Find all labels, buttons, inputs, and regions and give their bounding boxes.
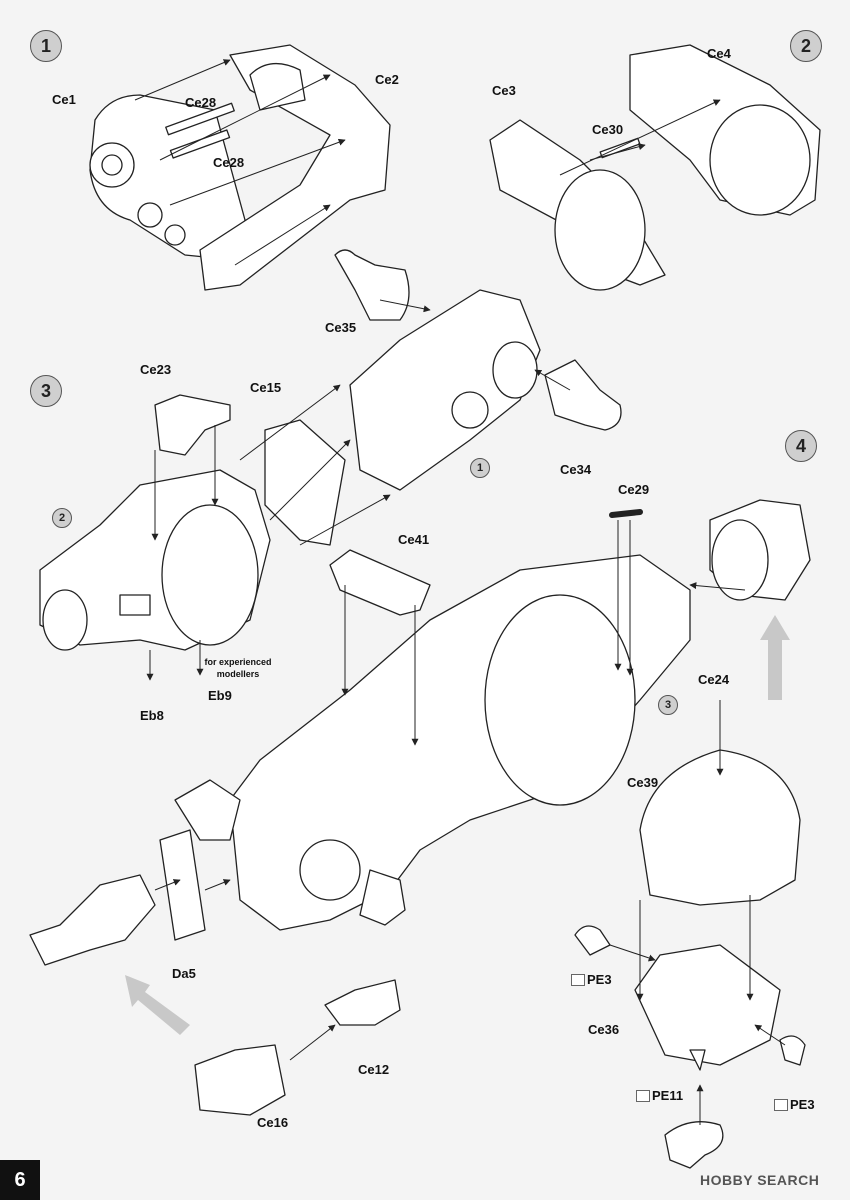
part-label-ce3: Ce3 (492, 83, 516, 98)
step-2-badge: 2 (790, 30, 822, 62)
step3-left-housing (39, 469, 271, 651)
part-label-ce28-b: Ce28 (213, 155, 245, 170)
ce16-part (194, 1044, 286, 1116)
part-label-eb9: Eb9 (208, 688, 232, 703)
part-label-pe3-b: PE3 (790, 1097, 815, 1112)
ce36-part (634, 944, 781, 1066)
main-assembly (29, 509, 691, 966)
step2-assembly (489, 44, 821, 291)
ce39-part (639, 749, 801, 906)
photo-etch-icon (571, 974, 585, 986)
ce15-part (264, 419, 346, 546)
pe3a-part (574, 925, 611, 956)
part-label-ce24: Ce24 (698, 672, 730, 687)
step3-upper-assembly (154, 249, 622, 546)
part-label-pe11: PE11 (652, 1088, 684, 1103)
arrow-up-grey (760, 615, 790, 700)
part-label-ce41: Ce41 (398, 532, 430, 547)
hobby-search-watermark: HOBBY SEARCH (700, 1172, 820, 1188)
experienced-modellers-note: for experienced modellers (188, 656, 288, 680)
part-label-ce28-a: Ce28 (185, 95, 217, 110)
ce29-part (609, 509, 643, 518)
arrow-diag-grey (125, 975, 190, 1035)
ce41-part (329, 549, 431, 616)
step-3-badge: 3 (30, 375, 62, 407)
ce28-pin-a (165, 102, 235, 136)
page-number: 6 (0, 1160, 40, 1200)
ce2-part (199, 44, 391, 291)
part-label-ce16: Ce16 (257, 1115, 289, 1130)
sub-ref-2: 2 (52, 508, 72, 528)
ce12-part (324, 979, 401, 1026)
yoke-left (29, 874, 156, 966)
note-line-1: for experienced (204, 657, 272, 667)
part-label-ce30: Ce30 (592, 122, 624, 137)
part-label-ce12: Ce12 (358, 1062, 390, 1077)
part-label-ce35: Ce35 (325, 320, 357, 335)
part-label-ce29: Ce29 (618, 482, 650, 497)
pe11-part (664, 1121, 724, 1169)
part-label-ce39: Ce39 (627, 775, 659, 790)
da5-part (159, 829, 206, 941)
ce35-part (334, 249, 410, 321)
part-label-ce4: Ce4 (707, 46, 731, 61)
part-label-da5: Da5 (172, 966, 196, 981)
part-label-pe3-a: PE3 (587, 972, 612, 987)
ce23-part (154, 394, 231, 456)
photo-etch-icon (636, 1090, 650, 1102)
part-label-ce36: Ce36 (588, 1022, 620, 1037)
step-4-badge: 4 (785, 430, 817, 462)
pe3b-part (779, 1035, 806, 1066)
step4-assembly (194, 499, 811, 1169)
part-label-eb8: Eb8 (140, 708, 164, 723)
note-line-2: modellers (216, 669, 260, 679)
part-label-ce23: Ce23 (140, 362, 172, 377)
sub-ref-3: 3 (658, 695, 678, 715)
part-label-ce15: Ce15 (250, 380, 282, 395)
step-1-badge: 1 (30, 30, 62, 62)
ce34-part (544, 359, 622, 431)
sub-ref-1: 1 (470, 458, 490, 478)
step1-assembly (89, 44, 391, 291)
photo-etch-icon (774, 1099, 788, 1111)
part-label-ce1: Ce1 (52, 92, 76, 107)
part-label-ce34: Ce34 (560, 462, 592, 477)
part-label-ce2: Ce2 (375, 72, 399, 87)
ce30-pin (599, 137, 641, 159)
